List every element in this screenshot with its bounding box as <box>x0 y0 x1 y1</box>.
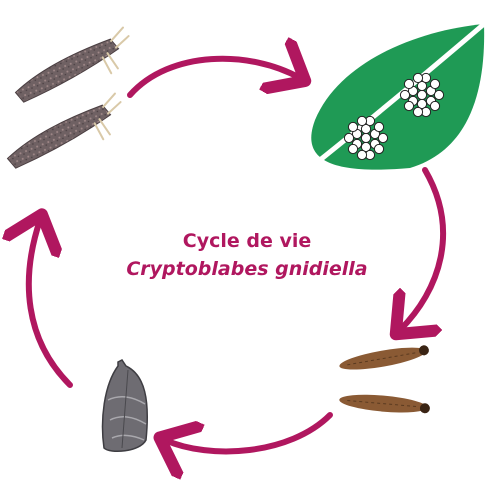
egg-cluster <box>399 72 445 118</box>
egg <box>356 149 368 161</box>
arrow-adult-to-eggs <box>127 59 300 98</box>
chrysalis-icon <box>101 359 149 453</box>
caterpillar-icon <box>339 345 430 414</box>
egg <box>412 72 424 84</box>
arrow-larva-to-pupa <box>165 412 333 451</box>
egg <box>412 106 424 118</box>
arrow-eggs-to-larva <box>400 167 447 330</box>
egg <box>343 132 355 144</box>
egg <box>429 78 441 90</box>
egg <box>347 143 359 155</box>
moth-icon <box>6 92 122 169</box>
species-name: Cryptoblabes gnidiella <box>126 258 368 280</box>
egg <box>433 89 445 101</box>
egg <box>356 115 368 127</box>
arrow-pupa-to-adult <box>29 220 73 388</box>
egg <box>373 121 385 133</box>
egg <box>403 100 415 112</box>
egg <box>399 89 411 101</box>
egg <box>429 100 441 112</box>
egg <box>416 98 428 110</box>
egg <box>416 89 428 101</box>
moth-icon <box>14 26 130 103</box>
egg <box>360 123 372 135</box>
egg <box>403 78 415 90</box>
egg <box>377 132 389 144</box>
diagram-title: Cycle de vie <box>182 230 312 252</box>
egg <box>347 121 359 133</box>
egg <box>373 143 385 155</box>
egg <box>416 80 428 92</box>
egg-cluster <box>343 115 389 161</box>
egg <box>360 141 372 153</box>
leaf-with-eggs-icon <box>311 21 487 170</box>
egg <box>360 132 372 144</box>
